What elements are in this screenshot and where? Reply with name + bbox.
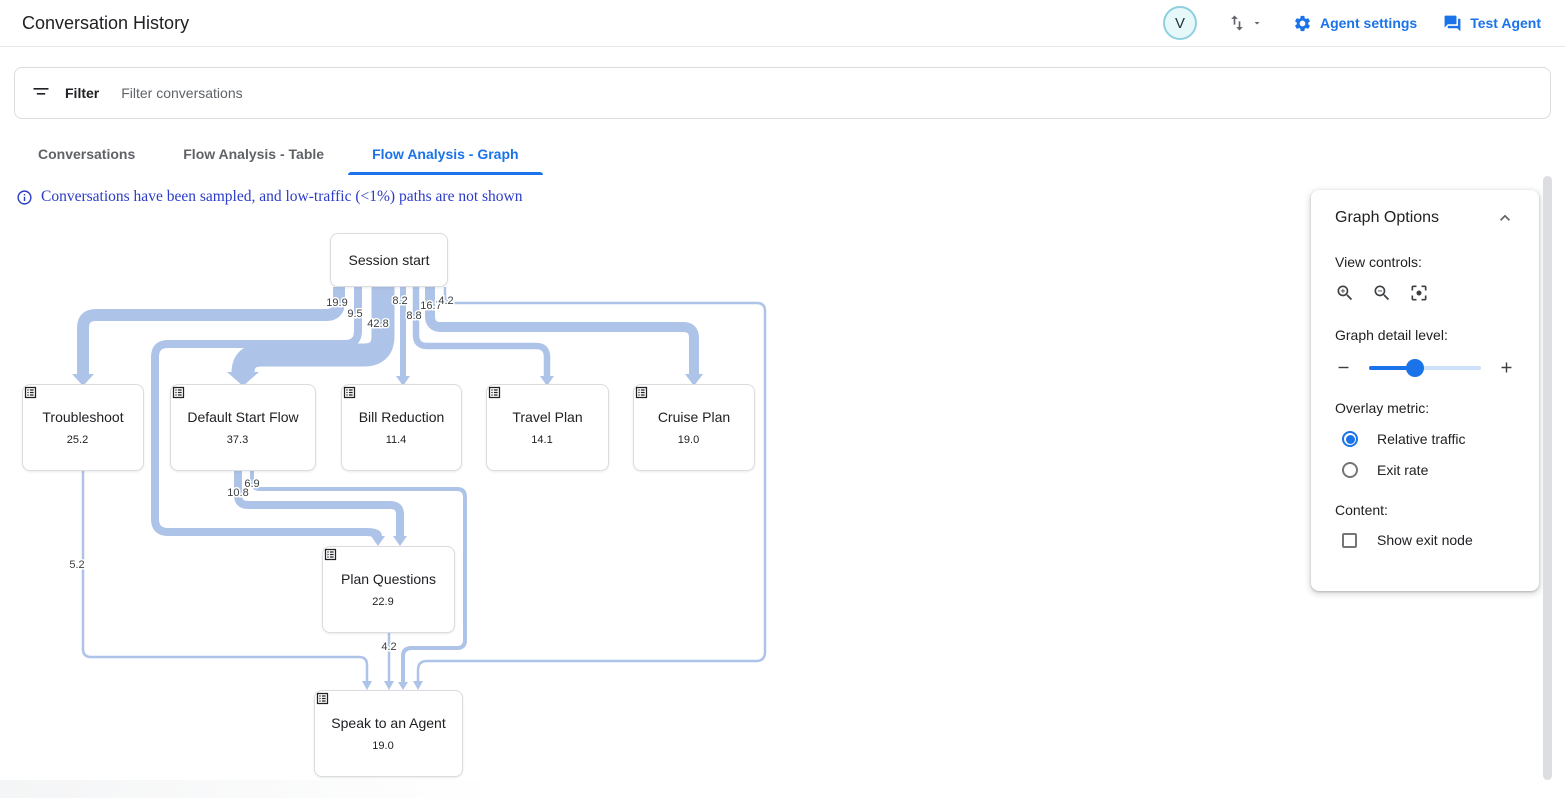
edge-arrowheads — [72, 372, 703, 690]
node-traffic-value: 25.2 — [66, 434, 89, 446]
flow-edges: 19.9 9.5 42.8 8.2 8.8 16.7 4.2 10.8 6.9 … — [68, 287, 767, 690]
edge-session-start-speak-to-an-agent — [416, 287, 767, 681]
sort-order-button[interactable] — [1223, 9, 1267, 37]
node-traffic-value: 37.3 — [226, 434, 249, 446]
checkbox-show-exit-node[interactable]: Show exit node — [1342, 532, 1515, 548]
slider-track[interactable] — [1369, 358, 1481, 377]
edge-label: 5.2 — [69, 559, 84, 571]
sampling-notice: Conversations have been sampled, and low… — [16, 188, 1551, 206]
edge-label: 8.8 — [406, 310, 421, 322]
filter-bar[interactable]: Filter Filter conversations — [14, 67, 1551, 119]
edge-label: 4.2 — [381, 641, 396, 653]
edge-session-start-cruise-plan — [425, 287, 699, 374]
minus-icon — [1338, 366, 1349, 369]
tab-flow-analysis-table[interactable]: Flow Analysis - Table — [183, 146, 325, 162]
bottom-fade — [0, 780, 500, 798]
edge-label: 8.2 — [392, 295, 407, 307]
flow-node-plan-questions[interactable]: Plan Questions 22.9 — [322, 546, 455, 633]
agent-settings-label: Agent settings — [1319, 15, 1418, 31]
slider-thumb[interactable] — [1405, 358, 1424, 377]
radio-button-icon — [1342, 431, 1358, 447]
view-controls-label: View controls: — [1335, 254, 1422, 270]
gear-icon — [1293, 14, 1312, 33]
edge-labels: 19.9 9.5 42.8 8.2 8.8 16.7 4.2 10.8 6.9 … — [68, 294, 455, 655]
chat-icon — [1443, 14, 1462, 33]
flow-node-travel-plan[interactable]: Travel Plan 14.1 — [486, 384, 609, 471]
slider-fill — [1369, 365, 1415, 370]
tab-conversations[interactable]: Conversations — [38, 146, 136, 162]
edge-session-start-travel-plan — [412, 287, 551, 376]
node-traffic-value: 19.0 — [677, 434, 700, 446]
edge-session-start-plan-questions — [151, 287, 382, 538]
edge-default-start-flow-speak-to-an-agent — [250, 471, 467, 682]
sampling-notice-text: Conversations have been sampled, and low… — [41, 188, 523, 205]
radio-exit-rate[interactable]: Exit rate — [1342, 462, 1515, 478]
graph-detail-level-label: Graph detail level: — [1335, 327, 1448, 343]
page-title: Conversation History — [22, 12, 190, 33]
edge-label: 9.5 — [347, 308, 362, 320]
app-header: Conversation History V Agent settings Te… — [0, 0, 1565, 47]
flow-node-troubleshoot[interactable]: Troubleshoot 25.2 — [22, 384, 144, 471]
edge-session-start-troubleshoot — [77, 287, 345, 374]
test-agent-button[interactable]: Test Agent — [1443, 14, 1541, 33]
node-traffic-value: 11.4 — [385, 434, 407, 446]
flow-node-cruise-plan[interactable]: Cruise Plan 19.0 — [633, 384, 755, 471]
swap-vertical-icon — [1227, 13, 1247, 33]
edge-troubleshoot-speak-to-an-agent — [81, 471, 369, 681]
overlay-metric-label: Overlay metric: — [1335, 400, 1430, 416]
chevron-up-icon — [1500, 214, 1510, 221]
edge-label: 19.9 — [326, 297, 347, 309]
dropdown-caret-icon — [1251, 17, 1263, 29]
edge-session-start-default-start-flow — [231, 287, 395, 374]
avatar[interactable]: V — [1162, 6, 1197, 40]
flow-node-speak-to-an-agent[interactable]: Speak to an Agent 19.0 — [314, 690, 463, 777]
edge-label: 16.7 — [420, 300, 441, 312]
content-label: Content: — [1335, 502, 1388, 518]
center-focus-icon[interactable] — [1409, 283, 1429, 303]
node-traffic-value: 14.1 — [531, 434, 553, 446]
flow-node-default-start-flow[interactable]: Default Start Flow 37.3 — [170, 384, 316, 471]
decrease-detail-button[interactable] — [1335, 359, 1352, 376]
node-traffic-value: 19.0 — [372, 740, 394, 752]
edge-label: 42.8 — [367, 318, 388, 330]
plus-icon — [1501, 362, 1512, 373]
flow-node-bill-reduction[interactable]: Bill Reduction 11.4 — [341, 384, 462, 471]
test-agent-label: Test Agent — [1470, 15, 1541, 31]
increase-detail-button[interactable] — [1498, 359, 1515, 376]
vertical-scrollbar[interactable] — [1543, 176, 1552, 780]
tab-flow-analysis-graph[interactable]: Flow Analysis - Graph — [348, 133, 543, 175]
checkbox-icon — [1342, 532, 1357, 548]
edge-label: 10.8 — [227, 487, 248, 499]
filter-label: Filter — [65, 85, 100, 101]
edge-label: 4.2 — [438, 295, 453, 307]
graph-options-panel: Graph Options View controls: Graph detai… — [1311, 190, 1539, 591]
flow-graph-canvas[interactable]: 19.9 9.5 42.8 8.2 8.8 16.7 4.2 10.8 6.9 … — [0, 0, 800, 798]
radio-relative-traffic[interactable]: Relative traffic — [1342, 431, 1515, 447]
agent-settings-button[interactable]: Agent settings — [1293, 14, 1417, 33]
collapse-panel-button[interactable] — [1495, 208, 1515, 228]
edge-label: 6.9 — [244, 478, 259, 490]
tab-bar: Conversations Flow Analysis - Table Flow… — [14, 133, 1551, 175]
avatar-initial: V — [1174, 14, 1185, 32]
info-icon — [16, 189, 33, 206]
edge-default-start-flow-plan-questions — [234, 471, 404, 536]
graph-options-title: Graph Options — [1335, 209, 1440, 226]
flow-node-session-start[interactable]: Session start — [330, 233, 448, 287]
radio-button-icon — [1342, 462, 1358, 478]
zoom-out-icon[interactable] — [1372, 283, 1392, 303]
node-traffic-value: 22.9 — [372, 596, 394, 608]
zoom-in-icon[interactable] — [1335, 283, 1355, 303]
header-actions: V Agent settings Test Agent — [1162, 6, 1541, 40]
filter-conversations-input[interactable]: Filter conversations — [121, 85, 243, 101]
graph-detail-slider — [1335, 358, 1515, 377]
edge-paths — [77, 287, 767, 682]
filter-icon — [31, 83, 51, 103]
